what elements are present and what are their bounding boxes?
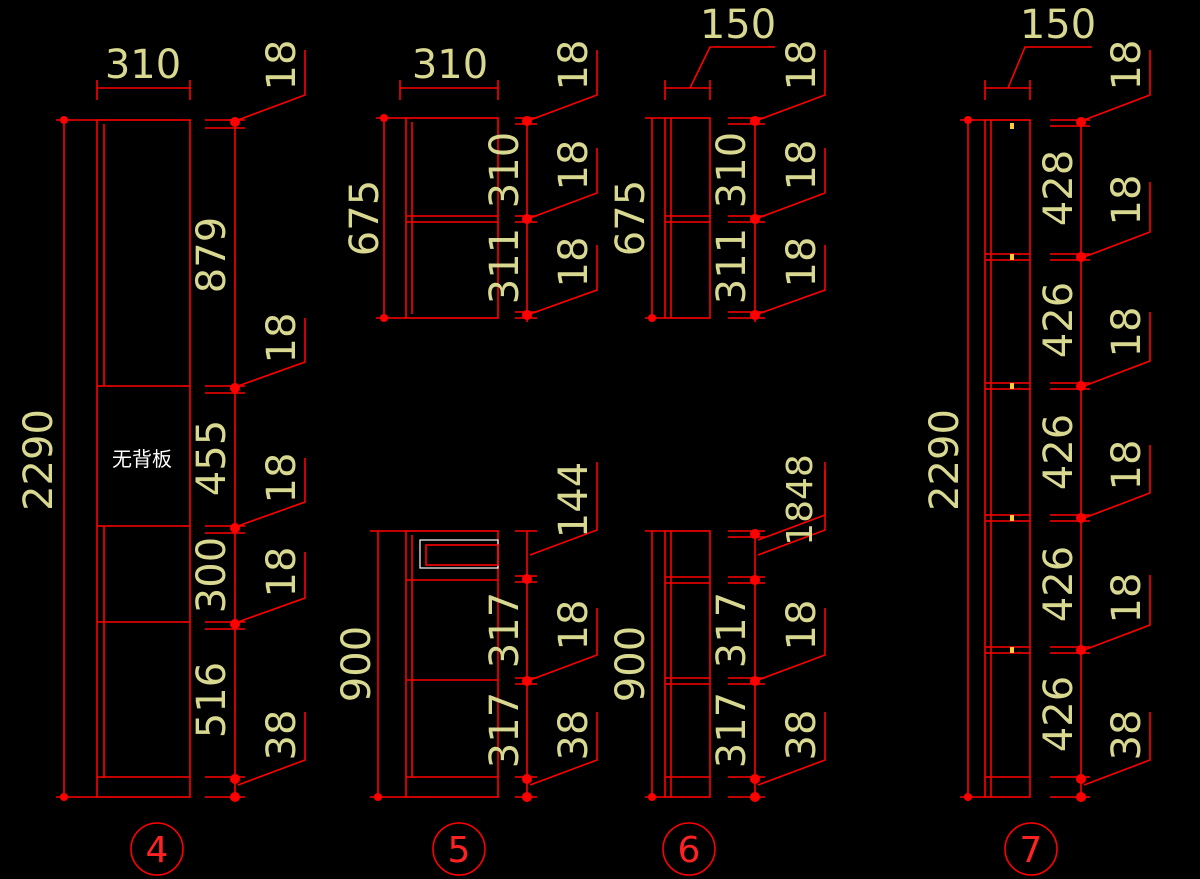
width-dim: 150 bbox=[1020, 2, 1096, 48]
cabinet-number-circle bbox=[662, 822, 716, 876]
cabinet-number-circle bbox=[1004, 822, 1058, 876]
segment-dim: 317 bbox=[709, 692, 755, 768]
top-dim: 144 bbox=[551, 462, 597, 538]
top-dim: 1848 bbox=[780, 454, 821, 546]
thickness-dim: 38 bbox=[779, 710, 825, 761]
segment-dim: 317 bbox=[709, 592, 755, 668]
width-dim: 310 bbox=[105, 42, 181, 88]
thickness-dim: 18 bbox=[551, 600, 597, 651]
cabinet-7: 150 2290 428 426 426 426 426 bbox=[922, 2, 1151, 876]
segment-dim: 426 bbox=[1036, 546, 1082, 622]
thickness-dim: 38 bbox=[259, 710, 305, 761]
segment-dim: 428 bbox=[1036, 150, 1082, 226]
height-dim: 2290 bbox=[922, 409, 968, 511]
thickness-dim: 18 bbox=[259, 313, 305, 364]
height-dim: 675 bbox=[342, 180, 388, 256]
thickness-dim: 18 bbox=[551, 140, 597, 191]
thickness-dim: 18 bbox=[1104, 175, 1150, 226]
thickness-dim: 18 bbox=[259, 453, 305, 504]
width-dim: 310 bbox=[412, 42, 488, 88]
shelf-pins bbox=[1010, 123, 1014, 653]
cabinet-5-lower-outline bbox=[405, 530, 499, 798]
cabinet-5-upper-outline bbox=[405, 117, 499, 319]
segment-dim: 426 bbox=[1036, 414, 1082, 490]
thickness-dim: 18 bbox=[1104, 307, 1150, 358]
cabinet-4-outline bbox=[96, 119, 191, 798]
cabinet-6: 150 675 310 311 18 18 18 900 317 bbox=[608, 2, 826, 876]
thickness-dim: 18 bbox=[779, 140, 825, 191]
thickness-dim: 18 bbox=[551, 237, 597, 288]
tick-marks bbox=[1050, 117, 1090, 802]
segment-dim: 317 bbox=[482, 692, 528, 768]
cabinet-number-circle bbox=[130, 822, 184, 876]
thickness-dim: 18 bbox=[1104, 573, 1150, 624]
height-dim: 900 bbox=[334, 626, 380, 702]
segment-dim: 311 bbox=[709, 228, 755, 304]
cabinet-7-outline bbox=[984, 119, 1031, 798]
thickness-dim: 38 bbox=[1104, 710, 1150, 761]
thickness-dim: 18 bbox=[1104, 440, 1150, 491]
cabinet-number: 7 bbox=[1020, 830, 1043, 871]
segment-dim: 426 bbox=[1036, 676, 1082, 752]
cabinet-6-lower-outline bbox=[664, 530, 711, 798]
thickness-dim: 18 bbox=[259, 40, 305, 91]
segment-dim: 516 bbox=[189, 662, 235, 738]
tick-marks bbox=[205, 117, 245, 802]
height-dim: 900 bbox=[608, 626, 654, 702]
thickness-dim: 38 bbox=[551, 710, 597, 761]
cabinet-number: 6 bbox=[678, 830, 701, 871]
segment-dim: 311 bbox=[482, 228, 528, 304]
thickness-dim: 18 bbox=[779, 40, 825, 91]
leaders bbox=[237, 50, 306, 786]
thickness-dim: 18 bbox=[779, 237, 825, 288]
cabinet-5: 310 675 310 311 18 18 18 900 bbox=[334, 40, 598, 876]
thickness-dim: 18 bbox=[551, 40, 597, 91]
no-back-panel-note: 无背板 bbox=[112, 447, 172, 471]
segment-dim: 879 bbox=[189, 217, 235, 293]
leaders bbox=[1083, 50, 1151, 786]
segment-dim: 317 bbox=[482, 592, 528, 668]
height-dim: 2290 bbox=[16, 409, 62, 511]
thickness-dim: 18 bbox=[1104, 40, 1150, 91]
segment-dim: 300 bbox=[189, 537, 235, 613]
width-dim: 150 bbox=[700, 2, 776, 48]
cabinet-6-upper-outline bbox=[664, 117, 711, 319]
segment-dim: 310 bbox=[709, 132, 755, 208]
height-dim: 675 bbox=[608, 180, 654, 256]
cabinet-number: 4 bbox=[146, 830, 169, 871]
cabinet-number-circle bbox=[432, 822, 486, 876]
cabinet-4: 2290 310 879 455 300 516 18 18 bbox=[16, 40, 306, 876]
thickness-dim: 18 bbox=[259, 547, 305, 598]
segment-dim: 426 bbox=[1036, 282, 1082, 358]
segment-dim: 310 bbox=[482, 132, 528, 208]
thickness-dim: 18 bbox=[779, 600, 825, 651]
cabinet-number: 5 bbox=[448, 830, 471, 871]
segment-dim: 455 bbox=[189, 420, 235, 496]
